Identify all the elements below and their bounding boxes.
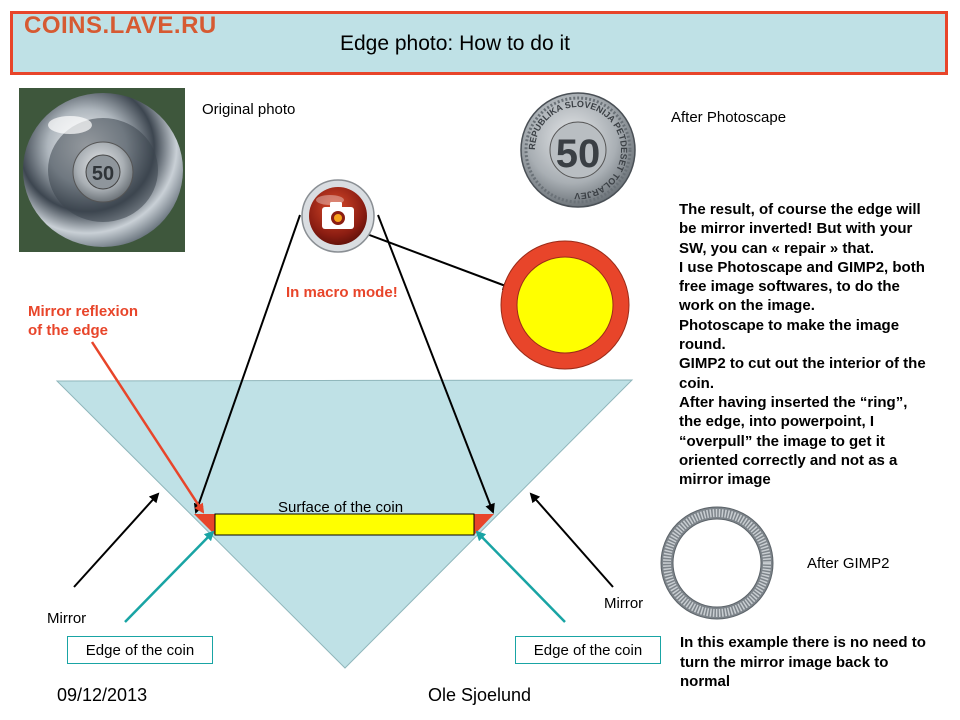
label-mirror-left: Mirror <box>47 610 87 627</box>
photoscape-coin-denomination: 50 <box>556 132 601 176</box>
label-mirror-reflexion-2: of the edge <box>28 322 109 339</box>
description-line: The result, of course the edge will <box>679 201 921 218</box>
brand-logo: COINS.LAVE.RU <box>24 12 217 39</box>
label-original-photo: Original photo <box>202 101 296 118</box>
description-line: free image softwares, to do the <box>679 278 900 296</box>
coin-surface-bar <box>214 513 475 536</box>
box-edge-of-coin-left: Edge of the coin <box>67 636 213 664</box>
description-line: Photoscape to make the image <box>679 316 900 334</box>
description-line: oriented correctly and not as a <box>679 451 898 469</box>
camera-icon <box>301 179 375 253</box>
description-line: work on the image. <box>679 297 815 315</box>
description-line: GIMP2 to cut out the interior of the <box>679 355 926 373</box>
label-macro-mode: In macro mode! <box>286 284 398 301</box>
description-line: be mirror inverted! But with your <box>679 220 913 238</box>
description-line: the edge, into powerpoint, I <box>679 413 874 431</box>
note-line: normal <box>680 673 731 690</box>
mirror-arrow-left <box>73 492 160 588</box>
note-line: turn the mirror image back to <box>680 653 889 671</box>
result-ring-inner <box>516 256 614 354</box>
note-text: In this example there is no need to turn… <box>680 633 950 692</box>
edge-arrow-left <box>124 530 215 623</box>
description-line: I use Photoscape and GIMP2, both <box>679 258 925 276</box>
footer-date: 09/12/2013 <box>57 685 148 705</box>
label-mirror-right: Mirror <box>604 595 644 612</box>
reflexion-left <box>194 514 215 535</box>
original-coin-denomination: 50 <box>92 163 114 185</box>
description-line: coin. <box>679 374 715 392</box>
label-mirror-reflexion-1: Mirror reflexion <box>28 303 139 320</box>
footer-author: Ole Sjoelund <box>428 685 532 705</box>
reflexion-arrow <box>90 341 205 514</box>
description-line: round. <box>679 336 726 354</box>
box-edge-of-coin-right: Edge of the coin <box>515 636 661 664</box>
original-photo: 50 <box>19 88 185 252</box>
label-surface-of-coin: Surface of the coin <box>278 499 404 516</box>
mirror-arrow-right <box>529 492 614 588</box>
description-line: “overpull” the image to get it <box>679 432 885 450</box>
header-banner <box>10 11 948 75</box>
description-line: mirror image <box>679 471 771 489</box>
camera-ray-left <box>193 214 301 514</box>
note-line: In this example there is no need to <box>680 634 926 651</box>
gimp2-ring <box>660 506 774 620</box>
reflexion-right <box>474 514 494 535</box>
description-line: SW, you can « repair » that. <box>679 239 875 257</box>
description-line: After having inserted the “ring”, <box>679 393 908 411</box>
photoscape-coin: 50 REPUBLIKA SLOVENIJA PETDESET TOLARJEV <box>520 92 636 208</box>
page-title: Edge photo: How to do it <box>340 32 570 55</box>
label-after-photoscape: After Photoscape <box>671 109 787 126</box>
camera-ray-right <box>377 214 495 514</box>
label-after-gimp2: After GIMP2 <box>807 555 890 572</box>
description-text: The result, of course the edge will be m… <box>679 200 951 489</box>
edge-arrow-right <box>475 530 566 623</box>
camera-to-result-arrow <box>355 229 513 290</box>
